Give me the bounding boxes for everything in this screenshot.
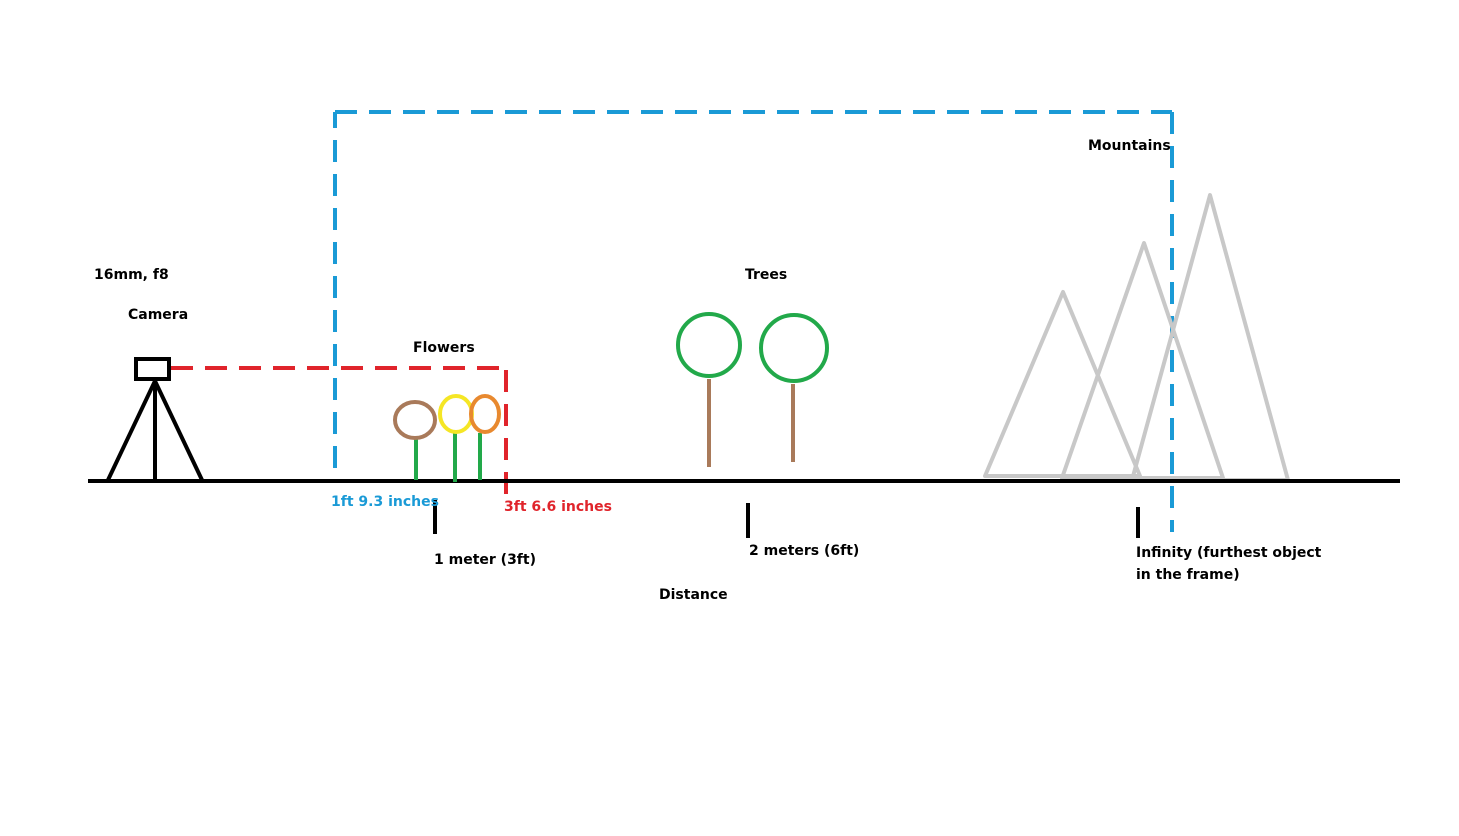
- infinity-label-line1: Infinity (furthest object: [1136, 545, 1322, 561]
- camera-label: Camera: [128, 307, 189, 323]
- camera-tripod-icon: [106, 357, 204, 481]
- two-meters-label: 2 meters (6ft): [749, 543, 860, 559]
- trees-icon: [676, 312, 829, 467]
- blue-dof-bracket: [333, 110, 1174, 532]
- one-meter-label: 1 meter (3ft): [434, 552, 536, 568]
- red-dof-bracket: [171, 366, 508, 494]
- far-limit-label: 3ft 6.6 inches: [504, 499, 612, 515]
- trees-label: Trees: [745, 267, 788, 283]
- near-limit-label: 1ft 9.3 inches: [331, 494, 439, 510]
- distance-axis-label: Distance: [659, 587, 728, 603]
- flowers-label: Flowers: [413, 340, 475, 356]
- mountains-icon: [983, 193, 1290, 482]
- flowers-icon: [393, 394, 501, 482]
- lens-label: 16mm, f8: [94, 267, 169, 283]
- distance-ticks: [433, 500, 1140, 538]
- infinity-label-line2: in the frame): [1136, 567, 1240, 583]
- mountains-label: Mountains: [1088, 138, 1171, 154]
